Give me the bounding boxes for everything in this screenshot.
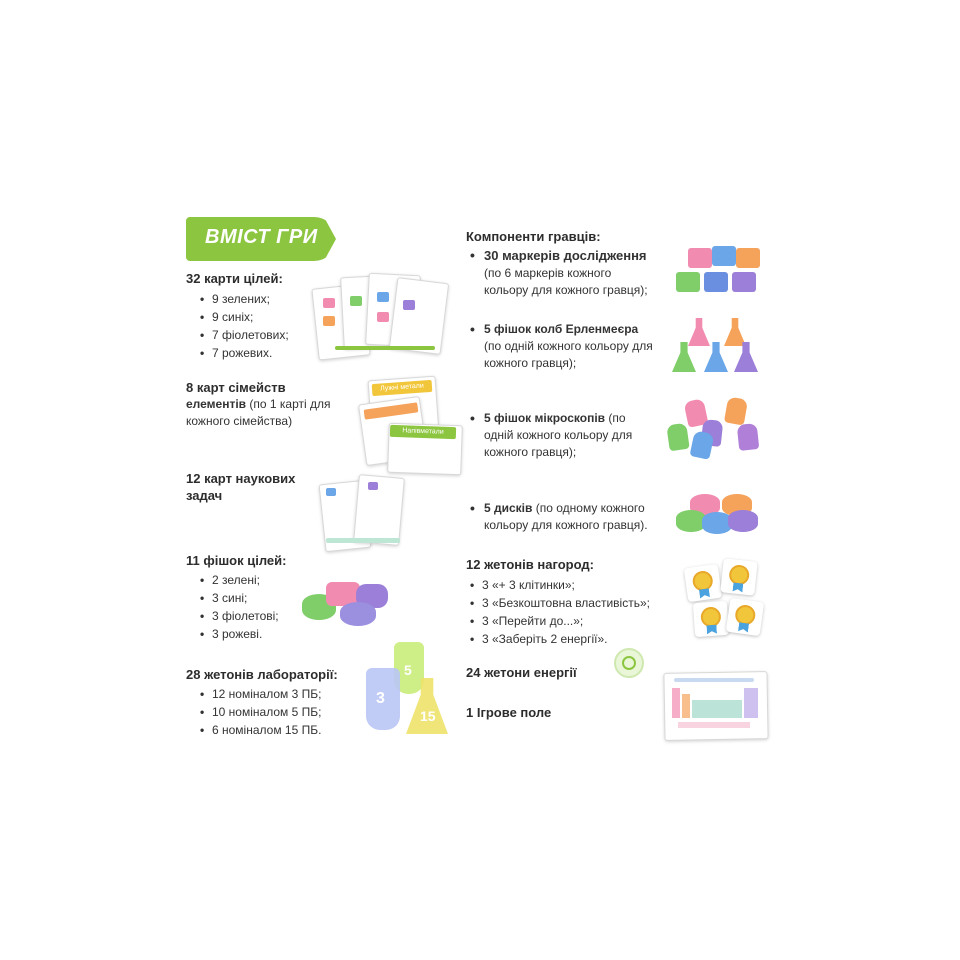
title-banner — [186, 217, 336, 261]
markers-note-line3: кольору для кожного гравця); — [484, 283, 648, 297]
task-cards-section: 12 карт наукових задач — [186, 470, 295, 504]
list-item: 9 зелених; — [200, 290, 289, 308]
task-cards-heading-line2: задач — [186, 488, 223, 503]
lab-tokens-list: 12 номіналом 3 ПБ; 10 номіналом 5 ПБ; 6 … — [200, 685, 338, 739]
family-card-label: Напівметали — [389, 424, 457, 440]
flasks-note-line3: кожного гравця); — [484, 356, 577, 370]
list-item: 6 номіналом 15 ПБ. — [200, 721, 338, 739]
board-heading: 1 Ігрове поле — [466, 705, 552, 720]
lab-tokens-section: 28 жетонів лабораторії: 12 номіналом 3 П… — [186, 666, 338, 739]
goal-cards-list: 9 зелених; 9 синіх; 7 фіолетових; 7 роже… — [200, 290, 289, 362]
list-item: 7 фіолетових; — [200, 326, 289, 344]
markers-note-line2: (по 6 маркерів кожного — [484, 266, 612, 280]
list-item: 2 зелені; — [200, 571, 286, 589]
family-cards-section: 8 карт сімейств елементів (по 1 карті дл… — [186, 379, 356, 430]
task-cards-illustration — [318, 474, 410, 556]
rewards-illustration — [683, 558, 768, 644]
list-item: 3 «+ 3 клітинки»; — [470, 576, 696, 594]
game-board-illustration — [663, 671, 769, 741]
list-item: 3 «Безкоштовна властивість»; — [470, 594, 696, 612]
discs-illustration — [676, 492, 760, 536]
microscopes-note-line2: одній кожного кольору для — [484, 428, 633, 442]
list-item: 3 «Перейти до...»; — [470, 612, 696, 630]
goal-cards-section: 32 карти цілей: 9 зелених; 9 синіх; 7 фі… — [186, 270, 289, 362]
discs-heading: 5 дисків — [484, 501, 533, 515]
microscopes-note-line1: (по — [605, 411, 626, 425]
goal-cards-heading: 32 карти цілей: — [186, 271, 283, 286]
lab-tokens-illustration: 3 5 15 — [366, 638, 454, 738]
family-cards-note-line3: кожного сімейства) — [186, 414, 293, 428]
list-item: 3 фіолетові; — [200, 607, 286, 625]
discs-note-line2: кольору для кожного гравця). — [484, 518, 648, 532]
list-item: 3 рожеві. — [200, 625, 286, 643]
goal-cards-illustration — [311, 268, 450, 363]
family-cards-illustration: Лужні метали Напівметали — [357, 375, 468, 476]
list-item: 9 синіх; — [200, 308, 289, 326]
goal-tokens-heading: 11 фішок цілей: — [186, 553, 287, 568]
list-item: 3 «Заберіть 2 енергії». — [470, 630, 696, 648]
markers-illustration — [676, 244, 762, 300]
discs-section: 5 дисків (по одному кожного кольору для … — [470, 500, 700, 534]
goal-tokens-illustration — [296, 580, 396, 630]
player-components-section: Компоненти гравців: 30 маркерів дослідже… — [466, 228, 686, 299]
family-cards-heading-line1: 8 карт сімейств — [186, 380, 286, 395]
list-item: 7 рожевих. — [200, 344, 289, 362]
medal-icon — [725, 597, 765, 637]
goal-tokens-list: 2 зелені; 3 сині; 3 фіолетові; 3 рожеві. — [200, 571, 286, 643]
medal-icon — [692, 600, 730, 638]
lab-tokens-heading: 28 жетонів лабораторії: — [186, 667, 338, 682]
medal-icon — [720, 558, 758, 596]
goal-tokens-section: 11 фішок цілей: 2 зелені; 3 сині; 3 фіол… — [186, 552, 286, 643]
microscopes-note-line3: кожного гравця); — [484, 445, 577, 459]
lab-token-value: 15 — [420, 708, 436, 724]
flasks-note-line2: (по одній кожного кольору для — [484, 339, 653, 353]
rewards-section: 12 жетонів нагород: 3 «+ 3 клітинки»; 3 … — [466, 556, 696, 648]
microscopes-illustration — [666, 396, 762, 464]
microscopes-heading: 5 фішок мікроскопів — [484, 411, 606, 425]
rewards-heading: 12 жетонів нагород: — [466, 557, 594, 572]
family-cards-heading-line2: елементів — [186, 397, 247, 411]
energy-token-icon — [614, 648, 644, 678]
list-item: 10 номіналом 5 ПБ; — [200, 703, 338, 721]
microscopes-section: 5 фішок мікроскопів (по одній кожного ко… — [470, 410, 690, 461]
rewards-list: 3 «+ 3 клітинки»; 3 «Безкоштовна властив… — [470, 576, 696, 648]
medal-icon — [683, 563, 723, 603]
energy-section: 24 жетони енергії — [466, 664, 577, 681]
flasks-heading: 5 фішок колб Ерленмеєра — [484, 322, 639, 336]
list-item: 3 сині; — [200, 589, 286, 607]
board-section: 1 Ігрове поле — [466, 704, 551, 721]
markers-heading: 30 маркерів дослідження — [484, 248, 647, 263]
page-title: ВМІСТ ГРИ — [205, 226, 318, 248]
lab-token-value: 3 — [376, 690, 385, 707]
flasks-illustration — [670, 316, 760, 376]
family-cards-note-line2: (по 1 карті для — [246, 397, 331, 411]
task-cards-heading-line1: 12 карт наукових — [186, 471, 296, 486]
player-components-heading: Компоненти гравців: — [466, 229, 601, 244]
discs-note-line1: (по одному кожного — [532, 501, 645, 515]
lab-token-value: 5 — [404, 662, 412, 678]
energy-heading: 24 жетони енергії — [466, 665, 577, 680]
list-item: 12 номіналом 3 ПБ; — [200, 685, 338, 703]
flasks-section: 5 фішок колб Ерленмеєра (по одній кожног… — [470, 321, 690, 372]
